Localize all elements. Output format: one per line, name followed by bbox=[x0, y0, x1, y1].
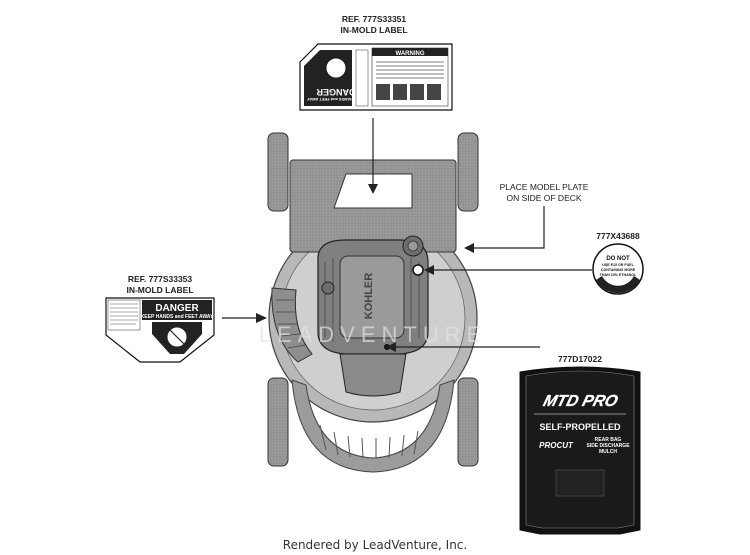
fuel-sticker-line2: USE E15 OR FUEL bbox=[602, 263, 634, 267]
mower-illustration: KOHLER bbox=[267, 132, 479, 473]
skirt-grille bbox=[319, 424, 419, 459]
decal-feature2: SIDE DISCHARGE bbox=[586, 443, 630, 449]
watermark: LEADVENTURE bbox=[259, 322, 488, 347]
top-label-warning: WARNING bbox=[396, 51, 425, 57]
top-label-keep: KEEP HANDS and FEET AWAY bbox=[307, 97, 365, 102]
left-label-sub: IN-MOLD LABEL bbox=[126, 285, 193, 295]
top-label-hand-icon bbox=[325, 57, 347, 79]
engine-brand: KOHLER bbox=[363, 273, 375, 320]
left-in-mold-label: DANGER KEEP HANDS and FEET AWAY bbox=[105, 297, 215, 363]
top-label-side-strip bbox=[355, 49, 369, 107]
arrow-decal bbox=[386, 342, 540, 352]
chute-ribs bbox=[276, 299, 306, 349]
arrow-fuel-sticker bbox=[424, 265, 592, 275]
left-label-keep: KEEP HANDS and FEET AWAY bbox=[141, 314, 214, 320]
front-right-wheel bbox=[457, 377, 479, 467]
top-label-warning-bar bbox=[372, 48, 448, 56]
left-label-ref: REF. 777S33353 bbox=[128, 274, 193, 284]
top-label-danger: DANGER bbox=[316, 87, 356, 97]
top-label-sub: IN-MOLD LABEL bbox=[340, 25, 407, 35]
left-label-text-block bbox=[107, 299, 141, 331]
fuel-cap-inner bbox=[407, 240, 419, 252]
front-decal: MTD PRO SELF-PROPELLED PROCUT REAR BAG S… bbox=[519, 366, 641, 535]
rear-right-wheel bbox=[457, 132, 479, 212]
rear-left-wheel bbox=[267, 132, 289, 212]
fuel-sticker-part: 777X43688 bbox=[596, 231, 640, 241]
footer-credit: Rendered by LeadVenture, Inc. bbox=[282, 538, 468, 552]
decal-brand: MTD PRO bbox=[541, 392, 620, 410]
top-label-pictograms bbox=[376, 84, 441, 100]
fuel-sticker-line1: DO NOT bbox=[606, 256, 630, 262]
front-hood bbox=[339, 353, 407, 397]
side-discharge-chute bbox=[271, 287, 313, 363]
engine-fins bbox=[324, 258, 420, 342]
decal-part: 777D17022 bbox=[558, 354, 602, 364]
left-label-danger-bar bbox=[142, 300, 212, 320]
oil-fill bbox=[321, 281, 335, 295]
left-label-text-lines bbox=[110, 303, 138, 325]
decal-lower-panel bbox=[555, 469, 605, 497]
model-plate-line2: ON SIDE OF DECK bbox=[506, 193, 581, 203]
top-in-mold-label: DANGER KEEP HANDS and FEET AWAY WARNING bbox=[299, 43, 453, 111]
top-label-ref: REF. 777S33351 bbox=[342, 14, 407, 24]
decal-title: SELF-PROPELLED bbox=[539, 422, 621, 432]
decal-feature3: MULCH bbox=[599, 449, 617, 455]
fuel-sticker-line4: THAN 10% ETHANOL bbox=[600, 273, 637, 277]
fuel-sticker-line3: CONTAINING MORE bbox=[601, 268, 636, 272]
fuel-sticker: DO NOT USE E15 OR FUEL CONTAINING MORE T… bbox=[592, 243, 644, 295]
front-left-wheel bbox=[267, 377, 289, 467]
arrow-model-plate bbox=[464, 206, 545, 253]
arrow-left-label bbox=[222, 313, 267, 323]
model-plate-line1: PLACE MODEL PLATE bbox=[500, 182, 589, 192]
fuel-label-spot bbox=[412, 264, 424, 276]
top-label-text-lines bbox=[376, 61, 444, 79]
decal-feature1: REAR BAG bbox=[595, 437, 622, 443]
engine-cover bbox=[339, 255, 405, 339]
front-skirt bbox=[291, 379, 455, 473]
left-label-danger: DANGER bbox=[155, 303, 199, 314]
decal-sub-brand: PROCUT bbox=[539, 441, 574, 450]
arrow-top-label bbox=[368, 118, 378, 194]
